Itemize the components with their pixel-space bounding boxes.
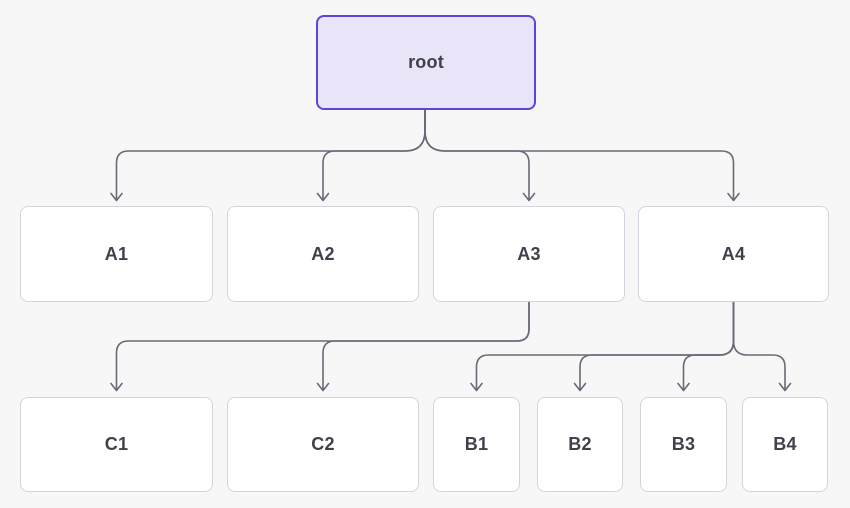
tree-node-a2[interactable]: A2 bbox=[227, 206, 419, 302]
node-label-a1: A1 bbox=[104, 243, 129, 264]
node-label-a3: A3 bbox=[517, 243, 541, 264]
node-label-b4: B4 bbox=[773, 434, 797, 454]
tree-node-c1[interactable]: C1 bbox=[20, 397, 213, 492]
edge-root-a4 bbox=[424, 109, 740, 202]
edge-a3-c2 bbox=[316, 301, 530, 392]
tree-node-b2[interactable]: B2 bbox=[537, 397, 623, 492]
tree-node-a3[interactable]: A3 bbox=[433, 206, 625, 302]
node-label-a2: A2 bbox=[311, 243, 335, 264]
node-label-root: root bbox=[408, 52, 444, 72]
edge-root-a1 bbox=[110, 109, 426, 202]
tree-node-b4[interactable]: B4 bbox=[742, 397, 828, 492]
node-label-c1: C1 bbox=[104, 434, 129, 454]
edge-a4-b2 bbox=[573, 301, 735, 392]
node-label-c2: C2 bbox=[311, 434, 335, 454]
node-label-b1: B1 bbox=[464, 434, 489, 454]
edge-root-a2 bbox=[316, 109, 426, 202]
edge-root-a3 bbox=[424, 109, 536, 202]
tree-node-b1[interactable]: B1 bbox=[433, 397, 520, 492]
edge-a4-b1 bbox=[470, 301, 735, 392]
edge-a4-b4 bbox=[732, 301, 792, 392]
tree-node-c2[interactable]: C2 bbox=[227, 397, 419, 492]
edge-a3-c1 bbox=[110, 301, 530, 392]
tree-node-b3[interactable]: B3 bbox=[640, 397, 727, 492]
node-label-a4: A4 bbox=[721, 243, 746, 264]
tree-node-a1[interactable]: A1 bbox=[20, 206, 213, 302]
tree-node-a4[interactable]: A4 bbox=[638, 206, 829, 302]
node-label-b3: B3 bbox=[671, 434, 696, 454]
tree-node-root[interactable]: root bbox=[316, 15, 536, 110]
edge-a4-b3 bbox=[677, 301, 735, 392]
node-label-b2: B2 bbox=[568, 434, 592, 454]
